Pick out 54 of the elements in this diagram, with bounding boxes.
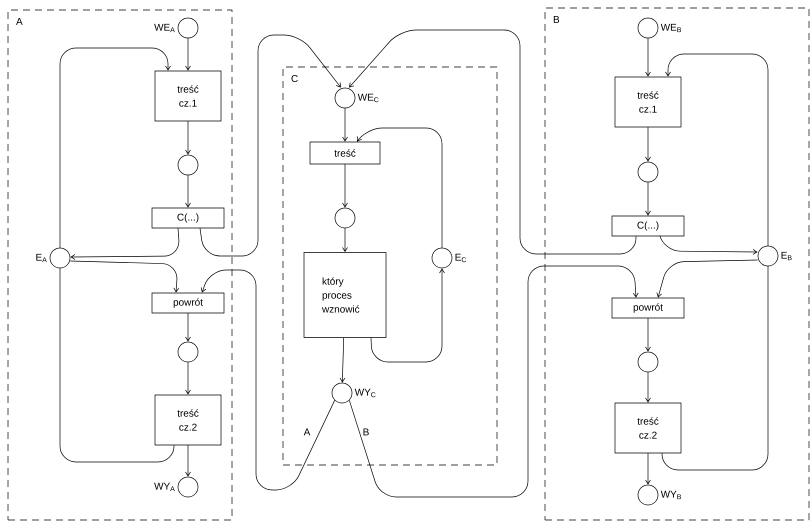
arc-arrow	[356, 128, 442, 248]
node-label: WE$_{B}$	[660, 24, 682, 32]
place-circle	[178, 342, 198, 362]
arc-arrow	[645, 453, 651, 485]
arc-arrow	[185, 175, 191, 208]
arc-arrow	[70, 260, 180, 293]
arc-arrow	[342, 108, 348, 142]
arc-arrow	[60, 48, 171, 248]
arc-arrow	[340, 338, 346, 383]
arc-arrow	[645, 127, 651, 162]
arc-arrow	[665, 54, 768, 246]
transition-box: treść	[310, 142, 380, 164]
arc-arrow	[185, 362, 191, 395]
transition-box: powrót	[152, 292, 224, 314]
arc-arrow	[342, 164, 348, 208]
arc-arrow	[645, 182, 651, 216]
arc-arrow	[645, 318, 651, 352]
edge-label: B	[364, 428, 369, 436]
arc-arrow	[659, 235, 758, 255]
transition-box: który proces wznowić	[304, 252, 386, 338]
node-label: E$_{C}$	[456, 254, 466, 262]
arc-arrow	[200, 34, 341, 256]
node-label: E$_{A}$	[36, 254, 47, 262]
edge-label: A	[304, 428, 310, 436]
node-label: WY$_{A}$	[154, 482, 175, 492]
place-circle	[638, 162, 658, 182]
transition-box: treść cz.1	[154, 70, 222, 122]
transition-box: treść cz.2	[614, 402, 682, 454]
node-label: WE$_{C}$	[358, 94, 379, 102]
arc-arrow	[370, 268, 445, 362]
arc-arrow	[348, 266, 639, 498]
node-label: WY$_{B}$	[660, 490, 682, 500]
arc-arrow	[645, 38, 651, 77]
arc-arrow	[185, 38, 191, 71]
arc-arrow	[656, 260, 758, 298]
arc-arrow	[349, 30, 636, 254]
arc-arrow	[645, 372, 651, 403]
transition-box: treść cz.2	[154, 394, 222, 446]
arc-arrow	[185, 445, 191, 477]
arc-arrow	[185, 121, 191, 155]
node-label: WE$_{A}$	[154, 24, 175, 32]
arc-arrow	[70, 228, 180, 260]
transition-box: C(...)	[612, 216, 684, 236]
node-label: WY$_{C}$	[354, 388, 376, 398]
place-circle	[334, 208, 356, 228]
transition-box: treść cz.1	[614, 76, 682, 128]
arc-arrow	[185, 313, 191, 342]
node-label: E$_{B}$	[782, 252, 792, 260]
place-circle	[178, 154, 198, 176]
arc-arrow	[200, 270, 336, 490]
place-circle	[638, 352, 658, 372]
transition-box: C(...)	[152, 208, 224, 228]
transition-box: powrót	[612, 298, 684, 318]
arc-arrow	[342, 228, 348, 252]
